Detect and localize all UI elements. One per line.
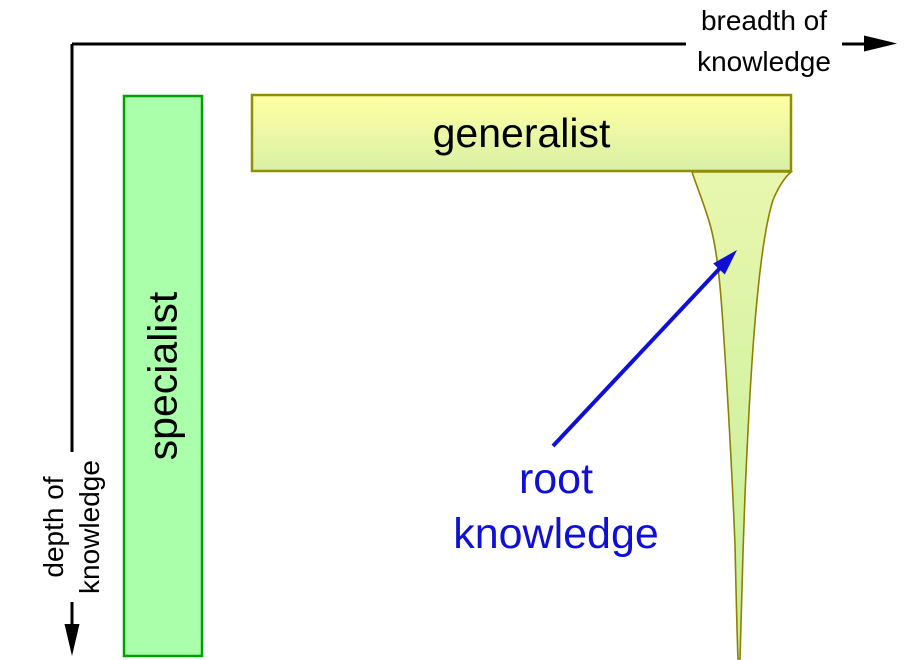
generalist-bar bbox=[250, 93, 793, 173]
y-axis-label: depth of knowledge bbox=[36, 452, 108, 602]
generalist-label: generalist bbox=[432, 109, 611, 156]
x-axis-label: breadth of knowledge bbox=[686, 0, 842, 84]
specialist-bar bbox=[122, 94, 204, 658]
root-shape bbox=[690, 171, 794, 660]
x-axis-arrowhead-icon bbox=[864, 35, 897, 52]
root-pointer-arrowhead-icon bbox=[713, 250, 737, 275]
root-pointer-arrow bbox=[551, 265, 723, 448]
root-knowledge-label: root knowledge bbox=[453, 455, 659, 558]
y-axis-arrowhead-icon bbox=[64, 624, 80, 656]
specialist-label: specialist bbox=[139, 291, 185, 461]
